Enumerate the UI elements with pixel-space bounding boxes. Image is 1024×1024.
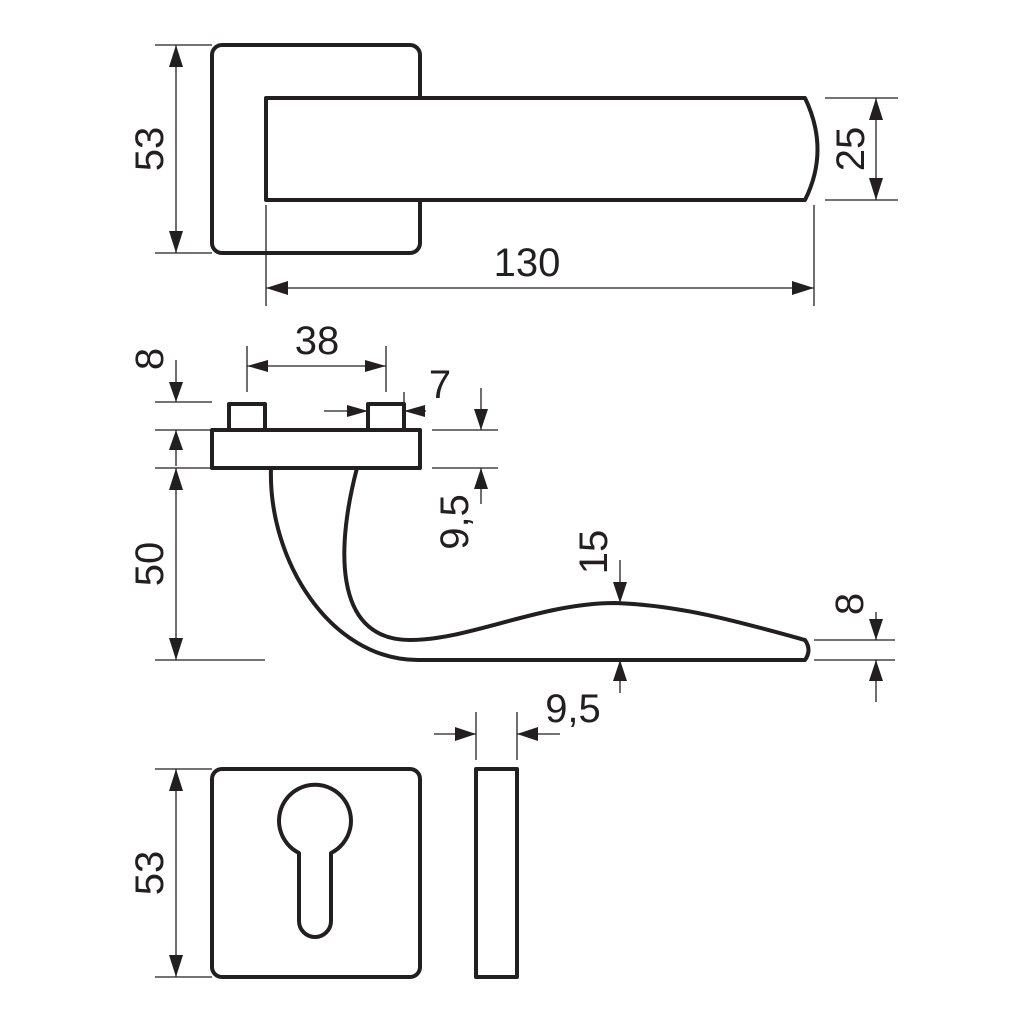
dim-label-lever-drop: 50 [128, 542, 172, 587]
top-lever [264, 96, 820, 202]
escutcheon-side [474, 767, 519, 979]
dim-label-lever-end-height: 25 [829, 127, 873, 172]
dim-pin-height: 8 [128, 348, 212, 466]
side-view: 38 8 7 9,5 [128, 319, 895, 702]
dim-label-lever-length: 130 [494, 241, 561, 285]
side-rose [210, 428, 422, 470]
dim-label-rose-height-top: 53 [128, 127, 172, 172]
dim-label-pin-height: 8 [128, 348, 172, 370]
dim-label-rose-thickness: 9,5 [433, 494, 477, 550]
dim-label-lever-thickness: 9,5 [545, 687, 601, 731]
side-lever [268, 466, 811, 662]
keyhole [277, 782, 353, 939]
escutcheon-side-profile [474, 767, 519, 979]
dim-label-lever-arch: 15 [572, 530, 616, 575]
dim-pin-spacing: 38 [246, 319, 387, 392]
dim-lever-length: 130 [265, 205, 815, 306]
top-view: 53 25 130 [128, 43, 898, 306]
dim-lever-tip: 8 [814, 593, 895, 702]
escutcheon-front: 53 [128, 767, 422, 979]
dim-label-pin-width: 7 [429, 363, 451, 407]
dim-lever-drop: 50 [128, 467, 265, 661]
dim-lever-thickness: 9,5 [434, 687, 601, 760]
dim-lever-arch: 15 [572, 530, 627, 693]
dim-escutcheon-height: 53 [128, 768, 212, 978]
dim-label-pin-spacing: 38 [295, 319, 340, 363]
side-pin-left [227, 402, 267, 432]
dim-lever-end-height: 25 [825, 97, 898, 201]
dim-label-lever-tip: 8 [828, 593, 872, 615]
side-pin-right [366, 402, 406, 432]
dim-label-escutcheon-height: 53 [128, 851, 172, 896]
dim-rose-height-top: 53 [128, 44, 212, 254]
dim-pin-width: 7 [324, 363, 451, 417]
dim-rose-thickness: 9,5 [432, 388, 498, 550]
